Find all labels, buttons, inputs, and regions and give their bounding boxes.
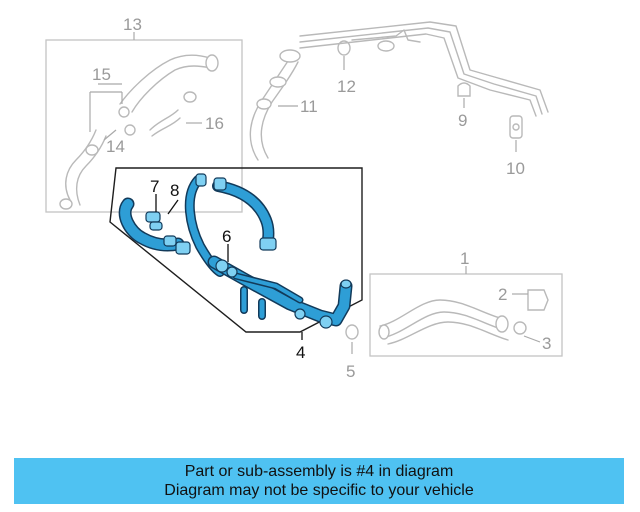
group-4-box [109,167,363,340]
banner-line-2: Diagram may not be specific to your vehi… [164,482,474,499]
group-1-box [369,266,563,357]
callout-8-leader [167,199,179,215]
callout-1: 1 [460,249,469,268]
callout-3: 3 [542,334,551,353]
callout-14: 14 [106,137,125,156]
callout-4: 4 [296,343,305,362]
callout-9: 9 [458,111,467,130]
group-1-hoses [378,289,549,345]
info-banner: Part or sub-assembly is #4 in diagram Di… [14,458,624,504]
callout-14-leader [103,129,117,141]
callout-5: 5 [346,362,355,381]
part-4-hose-assembly [118,173,353,329]
group-13-box [45,32,243,213]
group-13-hoses [59,54,219,210]
callout-10: 10 [506,159,525,178]
callout-2: 2 [498,285,507,304]
callout-16: 16 [205,114,224,133]
part-12-clamp [337,40,351,70]
part-9-clip [457,82,471,108]
callout-15-leader [89,83,123,132]
callout-7: 7 [150,177,159,196]
part-5-clamp [345,324,359,354]
callout-11: 11 [300,97,318,116]
callout-3-leader [523,335,541,343]
banner-line-1: Part or sub-assembly is #4 in diagram [184,463,454,480]
part-10-bracket [509,115,523,152]
part-11-hose [249,49,301,161]
callout-6: 6 [222,227,231,246]
callout-15: 15 [92,65,111,84]
pipe-bundle [299,21,549,117]
callout-12: 12 [337,77,356,96]
callout-13: 13 [123,15,142,34]
callout-8: 8 [170,181,179,200]
